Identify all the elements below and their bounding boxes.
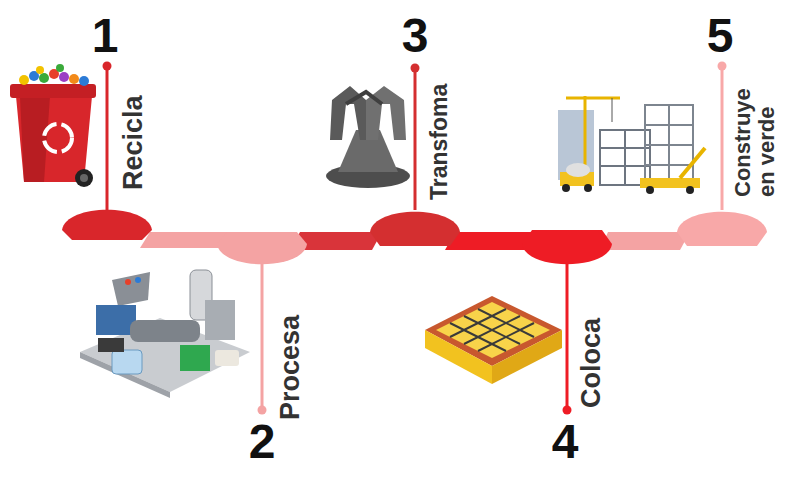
plastic-pellet [39,73,49,83]
plastic-pellet [69,74,79,84]
control-cabinet [180,345,210,371]
mixer-drum [566,163,590,177]
step-label: Construye en verde [731,77,779,197]
leader-lines [103,62,727,415]
leader-dot [411,64,420,73]
steel-frame [600,130,650,185]
step-label: Procesa [276,315,306,420]
rebar [464,316,520,344]
pellet-bag [112,350,142,374]
plastic-pellet [56,64,64,72]
step-number: 5 [685,12,755,60]
rebar [478,323,534,351]
plastic-pellet [79,76,89,86]
bin-wheel-hub [80,174,88,182]
filter-unit [205,300,235,340]
truck-wheel [562,184,570,192]
leader-line [566,262,569,410]
truck-wheel [584,184,592,192]
plastic-pellet [19,75,29,85]
recycle-bin-illustration [10,64,96,187]
step-number: 1 [70,12,140,60]
recycle-symbol [44,124,72,152]
step-number: 3 [380,12,450,60]
plastic-pellet [59,72,69,82]
leader-line [721,66,724,210]
step-label: Coloca [577,318,607,408]
leader-line [414,68,417,210]
hopper [112,272,150,306]
bin-lid [10,84,96,98]
control-panel [98,338,124,352]
plastic-pellet [135,277,141,283]
construction-illustration [558,96,705,194]
bin-body [16,96,92,182]
step-marker [62,210,152,240]
extruder-barrel [130,320,200,342]
plastic-pellet [36,66,44,74]
spacer-clip [346,92,382,104]
band-segment [600,232,690,250]
step-marker [370,212,460,246]
leader-dot [103,62,112,71]
step-markers [62,210,767,265]
slab-grid-illustration [425,296,562,384]
plastic-pellet [125,279,131,285]
truck-wheel [646,186,654,194]
rebar-grid [450,309,534,351]
bin-shade [20,96,50,182]
leader-line [106,66,109,210]
step-number: 4 [530,418,600,466]
leader-line [261,262,264,410]
step-number: 2 [227,418,297,466]
insulation-top [436,302,550,358]
leader-dot [563,406,572,415]
step-label: Recicla [119,95,149,190]
truck-boom [680,148,705,178]
crane-cable [612,98,613,122]
leader-dot [258,406,267,415]
rebar [450,309,506,337]
rebar [464,316,520,344]
step-marker [217,232,307,264]
material-bag [215,350,239,366]
step-marker [677,212,767,246]
steel-column [624,130,626,185]
step-marker [522,230,612,264]
spacer-part-illustration [326,86,410,188]
city-building [558,110,594,180]
truck-wheel [686,186,694,194]
bin-wheel [75,169,93,187]
steel-column [668,105,670,185]
step-label: Transfoma [427,84,452,200]
processing-plant-illustration [80,270,250,398]
leader-dot [718,62,727,71]
